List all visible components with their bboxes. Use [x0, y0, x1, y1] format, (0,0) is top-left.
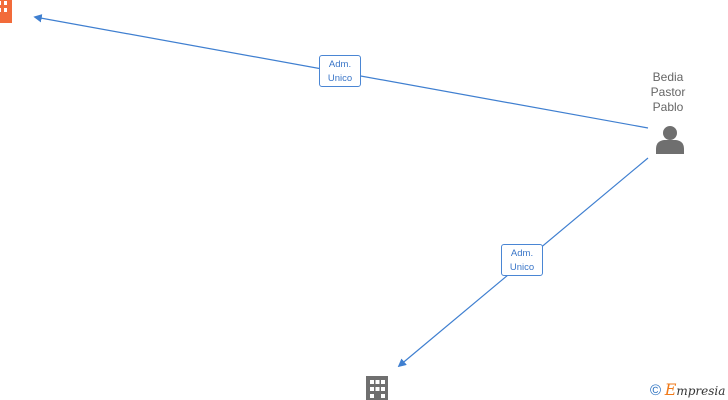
edge-label-line: Adm. [510, 248, 534, 259]
person-name-line: Bedia [652, 70, 684, 84]
edge-label-line: Adm. [328, 59, 352, 70]
building-icon[interactable] [0, 0, 12, 23]
edge-label[interactable]: Adm. Unico [319, 55, 361, 87]
brand-initial: E [664, 380, 677, 399]
person-name-line: Pastor [650, 85, 686, 99]
edge-label[interactable]: Adm. Unico [501, 244, 543, 276]
brand-name: mpresia [676, 384, 726, 398]
person-icon[interactable] [656, 126, 684, 154]
copyright-symbol: © [650, 382, 662, 399]
watermark: © Empresia [650, 380, 725, 400]
edge-label-line: Unico [327, 73, 353, 84]
person-name[interactable]: Bedia Pastor Pablo [636, 70, 700, 115]
person-name-line: Pablo [652, 100, 684, 114]
edge-label-line: Unico [509, 262, 535, 273]
building-icon[interactable] [366, 376, 388, 400]
